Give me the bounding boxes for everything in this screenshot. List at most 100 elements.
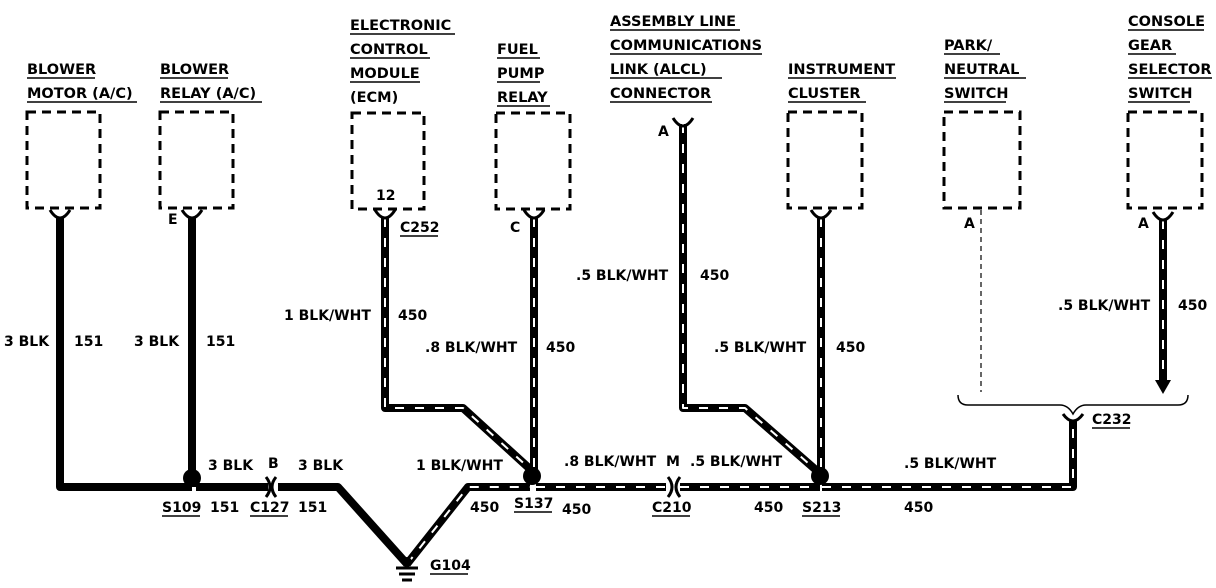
blower-relay-box bbox=[158, 110, 235, 210]
connector-label-c252: C252 bbox=[400, 220, 440, 236]
wire-label-h1-circuit: 151 bbox=[210, 500, 239, 516]
wire-ground-to-s137 bbox=[403, 483, 530, 567]
ecm-title: ELECTRONIC CONTROL MODULE (ECM) bbox=[350, 18, 455, 106]
pin-label-ecm: 12 bbox=[376, 188, 395, 204]
wire-label-ground-right-gauge: 1 BLK/WHT bbox=[416, 458, 503, 474]
wire-label-ecm-circuit: 450 bbox=[398, 308, 427, 324]
wire-label-h5-circuit: 450 bbox=[904, 500, 933, 516]
terminal-fuel-pump bbox=[522, 209, 546, 220]
wire-label-cluster-circuit: 450 bbox=[836, 340, 865, 356]
alcl-title: ASSEMBLY LINE COMMUNICATIONS LINK (ALCL)… bbox=[610, 14, 762, 103]
pin-label-relay: E bbox=[168, 212, 178, 228]
fuel-pump-title-line3: RELAY bbox=[497, 90, 548, 106]
console-title-line3: SELECTOR bbox=[1128, 62, 1212, 78]
fuel-pump-title-line1: FUEL bbox=[497, 42, 538, 58]
wire-label-console-gauge: .5 BLK/WHT bbox=[1058, 298, 1151, 314]
console-wire-arrowhead bbox=[1155, 380, 1171, 394]
blower-motor-box bbox=[25, 110, 102, 210]
ecm-title-line3: MODULE bbox=[350, 66, 420, 82]
wire-ecm bbox=[381, 218, 533, 472]
pin-label-fuel-pump: C bbox=[510, 220, 520, 236]
wire-s213-to-c232 bbox=[822, 420, 1077, 491]
wire-label-ground-right-circuit: 450 bbox=[470, 500, 499, 516]
ecm-title-line1: ELECTRONIC bbox=[350, 18, 451, 34]
c210-connector bbox=[666, 476, 682, 498]
blower-motor-title-line2: MOTOR (A/C) bbox=[27, 86, 133, 102]
alcl-title-line2: COMMUNICATIONS bbox=[610, 38, 762, 54]
terminal-alcl bbox=[671, 117, 695, 128]
blower-relay-title: BLOWER RELAY (A/C) bbox=[160, 62, 262, 103]
park-neutral-title-line3: SWITCH bbox=[944, 86, 1009, 102]
connector-pin-c210: M bbox=[666, 454, 680, 470]
instrument-cluster-box bbox=[786, 110, 864, 210]
wire-label-h4-circuit: 450 bbox=[754, 500, 783, 516]
ecm-title-line4: (ECM) bbox=[350, 90, 398, 106]
terminal-blower-relay bbox=[180, 209, 204, 220]
blower-motor-title-line1: BLOWER bbox=[27, 62, 96, 78]
park-neutral-title-line2: NEUTRAL bbox=[944, 62, 1019, 78]
splice-s109 bbox=[183, 469, 201, 487]
ground-label-g104: G104 bbox=[430, 558, 471, 574]
terminal-c232 bbox=[1061, 413, 1085, 423]
park-neutral-switch-box bbox=[942, 110, 1022, 210]
wire-label-alcl-gauge: .5 BLK/WHT bbox=[576, 268, 669, 284]
instrument-cluster-title: INSTRUMENT CLUSTER bbox=[788, 62, 896, 103]
pin-label-console-gear: A bbox=[1138, 216, 1149, 232]
console-title-line4: SWITCH bbox=[1128, 86, 1193, 102]
splice-s213 bbox=[811, 467, 829, 485]
splice-label-s213: S213 bbox=[802, 500, 841, 516]
wire-label-h2-gauge: 3 BLK bbox=[298, 458, 344, 474]
console-title-line2: GEAR bbox=[1128, 38, 1172, 54]
terminal-instrument-cluster bbox=[809, 209, 833, 220]
wire-blower-motor bbox=[56, 218, 192, 491]
wire-label-h3-gauge: .8 BLK/WHT bbox=[564, 454, 657, 470]
splice-label-s109: S109 bbox=[162, 500, 201, 516]
fuel-pump-title-line2: PUMP bbox=[497, 66, 545, 82]
wire-label-alcl-circuit: 450 bbox=[700, 268, 729, 284]
cluster-title-line1: INSTRUMENT bbox=[788, 62, 895, 78]
console-title-line1: CONSOLE bbox=[1128, 14, 1205, 30]
park-neutral-title-line1: PARK/ bbox=[944, 38, 993, 54]
c232-bracket bbox=[957, 394, 1189, 416]
wire-label-h5-gauge: .5 BLK/WHT bbox=[904, 456, 997, 472]
wire-label-s137-circuit: 450 bbox=[562, 502, 591, 518]
wire-label-motor-gauge: 3 BLK bbox=[4, 334, 50, 350]
alcl-title-line3: LINK (ALCL) bbox=[610, 62, 707, 78]
terminal-blower-motor bbox=[48, 209, 72, 220]
wire-label-fuel-circuit: 450 bbox=[546, 340, 575, 356]
ecm-box bbox=[350, 111, 426, 211]
wire-label-motor-circuit: 151 bbox=[74, 334, 103, 350]
wire-label-relay-circuit: 151 bbox=[206, 334, 235, 350]
c127-connector bbox=[264, 476, 278, 498]
cluster-title-line2: CLUSTER bbox=[788, 86, 861, 102]
pin-label-park-neutral: A bbox=[964, 216, 975, 232]
connector-pin-c127: B bbox=[268, 456, 279, 472]
splice-label-s137: S137 bbox=[514, 496, 553, 512]
wire-label-fuel-gauge: .8 BLK/WHT bbox=[425, 340, 518, 356]
park-neutral-title: PARK/ NEUTRAL SWITCH bbox=[944, 38, 1026, 103]
blower-motor-title: BLOWER MOTOR (A/C) bbox=[27, 62, 137, 103]
wire-label-relay-gauge: 3 BLK bbox=[134, 334, 180, 350]
splice-s137 bbox=[523, 467, 541, 485]
wire-label-h2-circuit: 151 bbox=[298, 500, 327, 516]
ground-symbol-g104 bbox=[396, 566, 418, 582]
wire-label-h1-gauge: 3 BLK bbox=[208, 458, 254, 474]
wire-alcl bbox=[679, 124, 819, 474]
connector-label-c210: C210 bbox=[652, 500, 692, 516]
terminal-console-gear bbox=[1151, 211, 1175, 222]
terminal-ecm bbox=[373, 209, 397, 220]
console-gear-title: CONSOLE GEAR SELECTOR SWITCH bbox=[1128, 14, 1212, 103]
wire-label-cluster-gauge: .5 BLK/WHT bbox=[714, 340, 807, 356]
alcl-title-line4: CONNECTOR bbox=[610, 86, 711, 102]
wire-c127-to-ground bbox=[278, 483, 410, 567]
wire-label-h4-gauge: .5 BLK/WHT bbox=[690, 454, 783, 470]
alcl-title-line1: ASSEMBLY LINE bbox=[610, 14, 736, 30]
fuel-pump-relay-box bbox=[494, 111, 572, 211]
console-gear-switch-box bbox=[1126, 110, 1204, 210]
blower-relay-title-line2: RELAY (A/C) bbox=[160, 86, 256, 102]
blower-relay-title-line1: BLOWER bbox=[160, 62, 229, 78]
ecm-title-line2: CONTROL bbox=[350, 42, 428, 58]
connector-label-c127: C127 bbox=[250, 500, 290, 516]
fuel-pump-relay-title: FUEL PUMP RELAY bbox=[497, 42, 550, 107]
